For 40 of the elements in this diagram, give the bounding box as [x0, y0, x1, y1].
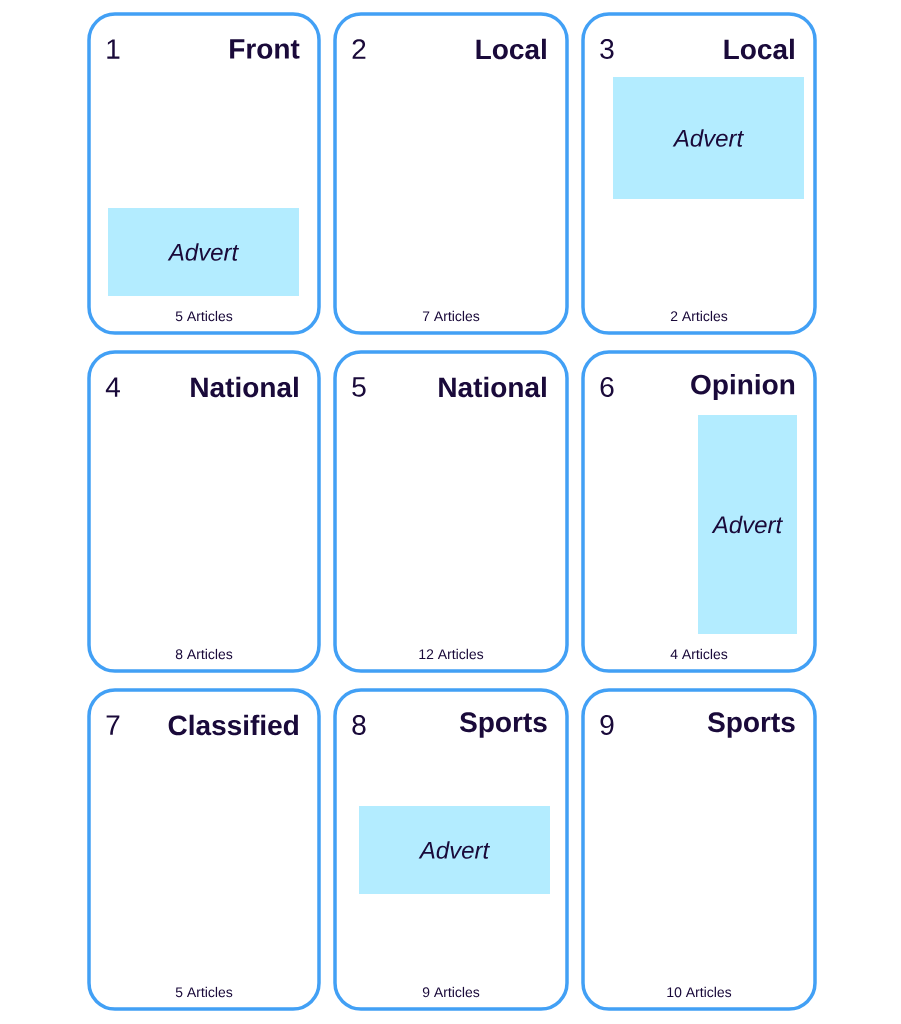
page-number: 8	[352, 715, 366, 735]
page-card	[87, 350, 321, 673]
article-count: 4 Articles	[670, 648, 728, 660]
page-number: 4	[105, 377, 120, 397]
section-title: Sports	[707, 712, 795, 738]
page-number: 3	[600, 39, 614, 59]
section-title: Classified	[168, 714, 298, 736]
article-count: 5 Articles	[175, 986, 233, 998]
page-card	[333, 12, 569, 335]
article-count: 10 Articles	[667, 986, 732, 998]
advert-box: Advert	[613, 77, 804, 199]
article-count: 12 Articles	[419, 648, 484, 660]
page-number: 9	[600, 715, 614, 735]
page-number: 5	[352, 377, 366, 397]
page-card	[333, 350, 569, 673]
page-card	[333, 688, 569, 1011]
page-card	[87, 12, 321, 335]
page-number: 7	[106, 715, 120, 735]
article-count: 9 Articles	[422, 986, 480, 998]
section-title: Opinion	[691, 373, 795, 401]
page-number: 1	[107, 39, 120, 59]
section-title: Local	[724, 38, 794, 60]
page-number: 2	[352, 39, 366, 59]
section-title: National	[191, 376, 298, 398]
section-title: Sports	[459, 712, 547, 738]
article-count: 7 Articles	[422, 310, 480, 322]
page-card	[581, 350, 817, 673]
page-card	[581, 688, 817, 1011]
section-title: Front	[230, 39, 300, 59]
page-card	[581, 12, 817, 335]
section-title: National	[439, 376, 546, 398]
advert-box: Advert	[359, 806, 550, 894]
article-count: 2 Articles	[670, 310, 728, 322]
advert-box: Advert	[698, 415, 797, 634]
article-count: 5 Articles	[175, 310, 233, 322]
page-number: 6	[600, 377, 614, 397]
page-card	[87, 688, 321, 1011]
advert-box: Advert	[108, 208, 299, 296]
article-count: 8 Articles	[175, 648, 233, 660]
section-title: Local	[476, 38, 546, 60]
